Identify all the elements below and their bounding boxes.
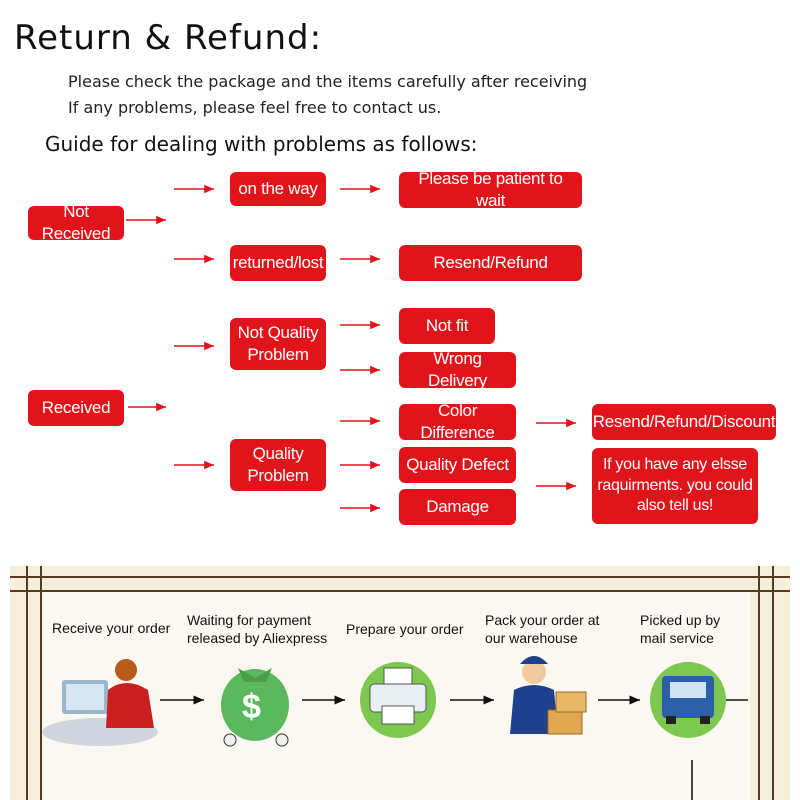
svg-text:$: $	[242, 688, 261, 726]
right-rail-1	[758, 566, 760, 800]
top-rail-1	[10, 576, 790, 578]
left-rail-2	[40, 566, 42, 800]
damage-label: Damage	[426, 496, 489, 516]
instruction-line-2: If any problems, please feel free to con…	[68, 98, 442, 117]
guide-heading: Guide for dealing with problems as follo…	[45, 132, 478, 156]
be-patient-box: Please be patient to wait	[399, 169, 582, 210]
damage-box: Damage	[399, 489, 516, 525]
received-box: Received	[28, 390, 124, 426]
not-quality-problem-box: Not Quality Problem	[230, 318, 326, 370]
not-fit-box: Not fit	[399, 308, 495, 344]
quality-problem-box: Quality Problem	[230, 439, 326, 491]
left-rail-1	[26, 566, 28, 800]
received-label: Received	[41, 397, 111, 417]
page-title: Return & Refund:	[14, 18, 323, 58]
quality-problem-label: Quality Problem	[247, 443, 309, 485]
top-rail-2	[10, 590, 790, 592]
resend-refund-discount-box: Resend/Refund/Discount	[592, 404, 776, 440]
printer-icon	[360, 662, 436, 738]
resend-refund-label: Resend/Refund	[433, 252, 548, 272]
person-computer-icon	[42, 659, 158, 746]
be-patient-label: Please be patient to wait	[418, 168, 563, 210]
returned-lost-label: returned/lost	[232, 252, 324, 272]
on-the-way-box: on the way	[230, 172, 326, 206]
not-received-box: Not Received	[28, 202, 124, 243]
money-bag-icon: $	[221, 668, 289, 747]
not-received-label: Not Received	[41, 201, 111, 243]
flow-arrows	[126, 184, 576, 513]
warehouse-worker-icon	[510, 656, 587, 735]
instruction-line-1: Please check the package and the items c…	[68, 72, 588, 91]
color-difference-box: Color Difference	[399, 401, 516, 442]
other-requirements-box: If you have any elsse raquirments. you c…	[592, 448, 758, 524]
not-fit-label: Not fit	[425, 315, 469, 335]
wrong-delivery-box: Wrong Delivery	[399, 349, 516, 390]
step-waiting-payment: Waiting for payment released by Aliexpre…	[187, 612, 328, 646]
step-prepare-order: Prepare your order	[346, 621, 464, 637]
not-quality-problem-label: Not Quality Problem	[237, 322, 319, 364]
quality-defect-box: Quality Defect	[399, 447, 516, 483]
returned-lost-box: returned/lost	[230, 245, 326, 281]
step-picked-up: Picked up by mail service	[640, 612, 721, 646]
wrong-delivery-label: Wrong Delivery	[427, 348, 487, 390]
delivery-truck-icon	[650, 662, 726, 738]
resend-refund-box: Resend/Refund	[399, 245, 582, 281]
other-requirements-label: If you have any elsse raquirments. you c…	[597, 455, 753, 515]
right-rail-2	[772, 566, 774, 800]
resend-refund-discount-label: Resend/Refund/Discount	[592, 411, 776, 431]
on-the-way-label: on the way	[238, 178, 318, 198]
color-difference-label: Color Difference	[420, 400, 495, 442]
quality-defect-label: Quality Defect	[406, 454, 509, 474]
step-receive-order: Receive your order	[52, 620, 171, 636]
step-pack-order: Pack your order at our warehouse	[485, 612, 600, 646]
